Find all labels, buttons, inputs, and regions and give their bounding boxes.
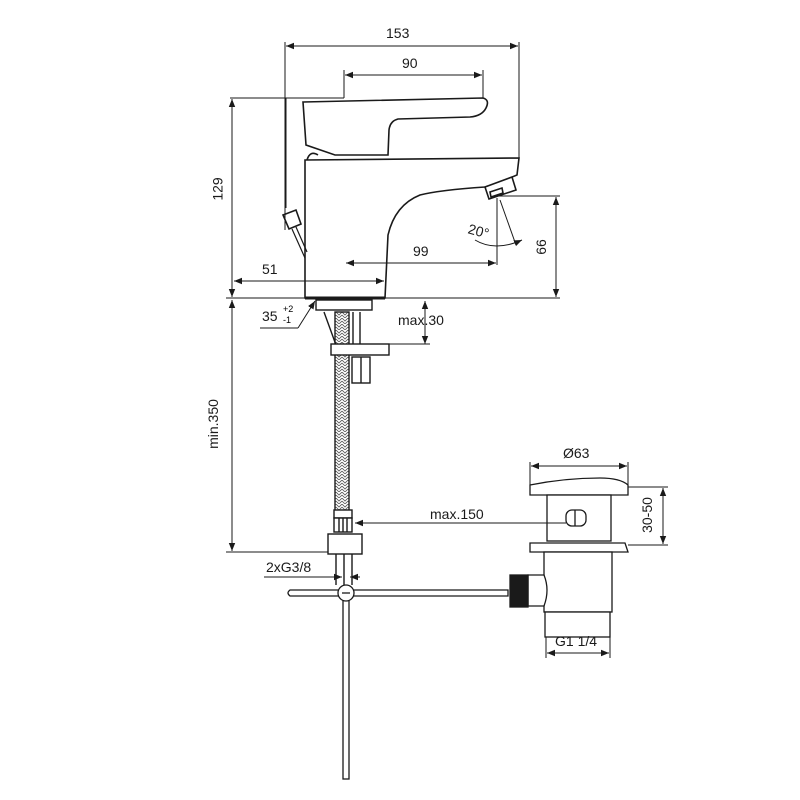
dim-base-width: 51 [262, 261, 278, 277]
dim-rod-distance: max.150 [430, 506, 484, 522]
pop-up-waste [509, 477, 629, 638]
dim-spout-height: 66 [532, 239, 549, 255]
dim-hole-tol-minus: -1 [283, 315, 292, 325]
pop-up-rod [287, 584, 509, 780]
dim-hole-diameter: 35 [262, 308, 278, 324]
dim-min-hose: min.350 [204, 399, 221, 449]
faucet-body [281, 97, 520, 300]
dim-waste-diameter: Ø63 [563, 445, 590, 461]
dim-inlet-thread: 2xG3/8 [266, 559, 312, 575]
mounting-assembly [315, 299, 390, 585]
dim-lever-length: 90 [402, 55, 418, 71]
dim-overall-height: 129 [209, 177, 226, 201]
dim-overall-width: 153 [386, 25, 410, 41]
dim-hole-tol-plus: +2 [283, 304, 294, 314]
dim-max-deck: max.30 [398, 312, 444, 328]
dim-spout-reach: 99 [413, 243, 429, 259]
dim-waste-thread: G1 1/4 [555, 633, 598, 649]
dim-waste-range: 30-50 [638, 497, 655, 533]
dimension-lines [226, 42, 668, 658]
